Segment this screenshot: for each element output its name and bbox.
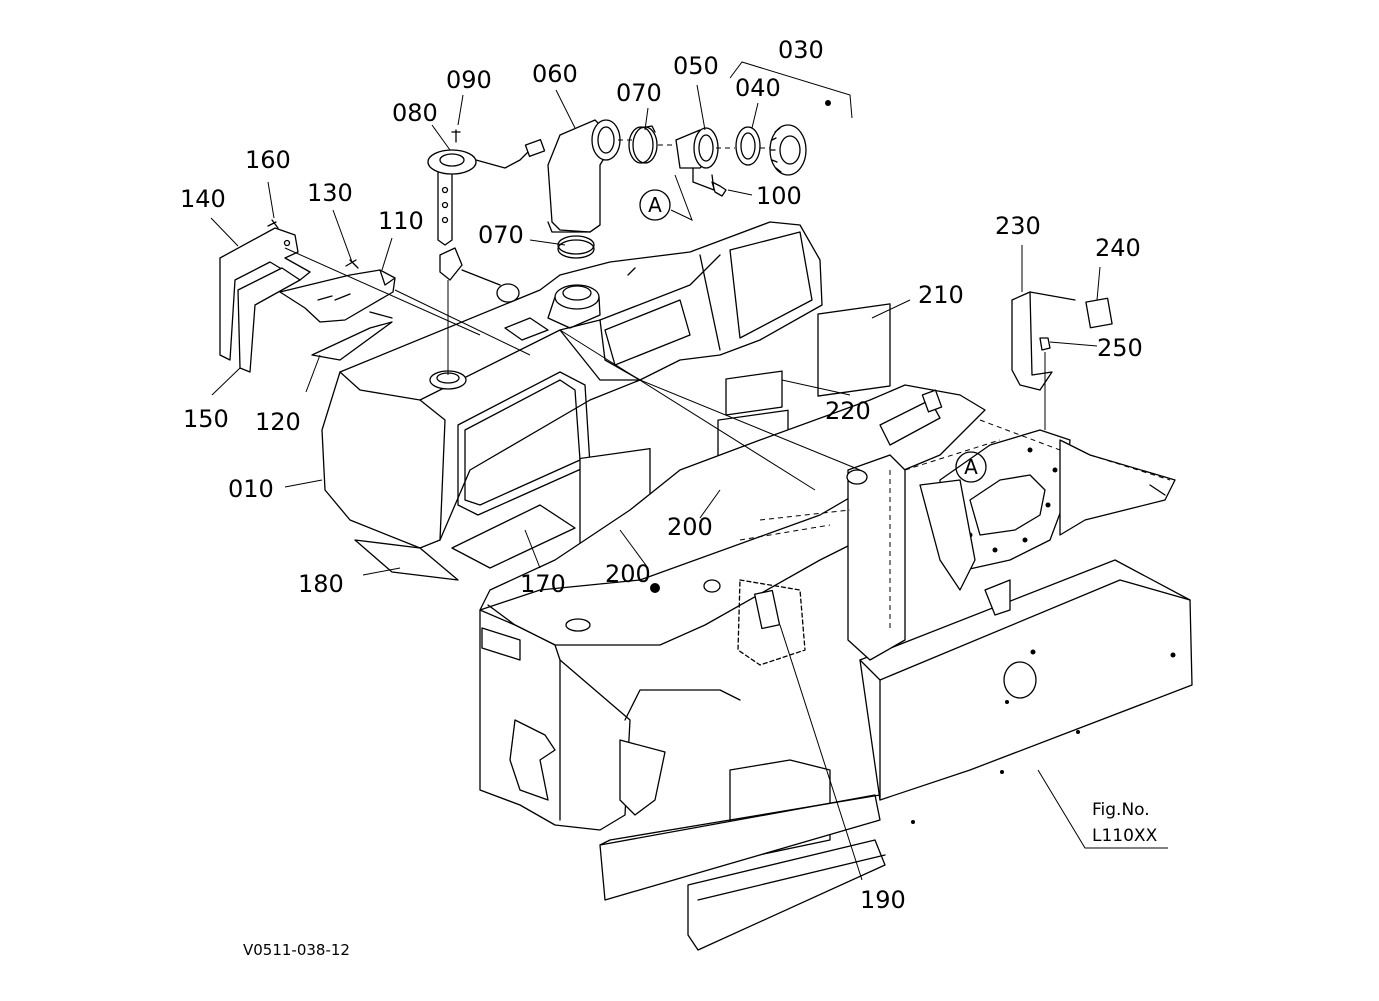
label-230: 230 [995, 212, 1041, 240]
drawing-code: V0511-038-12 [243, 941, 350, 959]
label-110: 110 [378, 207, 424, 235]
label-140: 140 [180, 185, 226, 213]
label-220: 220 [825, 397, 871, 425]
pad-180 [354, 539, 459, 581]
tank-pads [311, 303, 891, 581]
label-010: 010 [228, 475, 274, 503]
label-120: 120 [255, 408, 301, 436]
svg-text:A: A [964, 455, 978, 479]
label-050: 050 [673, 52, 719, 80]
label-070-upper: 070 [616, 79, 662, 107]
label-060: 060 [532, 60, 578, 88]
label-200-lower: 200 [605, 560, 651, 588]
bolt-160 [267, 219, 279, 229]
label-100: 100 [756, 182, 802, 210]
clamp-070-lower [557, 235, 595, 255]
label-180: 180 [298, 570, 344, 598]
fig-no-label: Fig.No. [1092, 800, 1150, 820]
bolt-100 [711, 181, 727, 197]
bolt-250 [1039, 337, 1051, 351]
label-240: 240 [1095, 234, 1141, 262]
pad-120-edge [369, 311, 393, 319]
label-210 [817, 303, 891, 397]
figure-info: Fig.No. L110XX V0511-038-12 [243, 800, 1158, 959]
label-040: 040 [735, 74, 781, 102]
cap-030 [769, 124, 807, 176]
strap-150 [237, 267, 301, 373]
label-190 [754, 589, 781, 630]
fuel-sender [427, 129, 546, 375]
callout-a-lower: A [955, 451, 987, 483]
label-080: 080 [392, 99, 438, 127]
callout-a-upper: A [639, 189, 671, 221]
label-030: 030 [778, 36, 824, 64]
label-130: 130 [307, 179, 353, 207]
bolt-090 [451, 129, 461, 143]
label-150: 150 [183, 405, 229, 433]
strap-140 [219, 227, 311, 361]
label-190: 190 [860, 886, 906, 914]
pad-120 [311, 321, 393, 361]
label-070-lower: 070 [478, 221, 524, 249]
plate-240 [1085, 297, 1113, 329]
fuel-tank [321, 221, 823, 549]
label-170: 170 [520, 570, 566, 598]
leader-lines [210, 61, 1168, 881]
svg-text:A: A [648, 193, 662, 217]
label-210: 210 [918, 281, 964, 309]
filler-assembly [547, 100, 831, 259]
label-090: 090 [446, 66, 492, 94]
bracket-110 [279, 269, 396, 323]
bracket-230 [1011, 291, 1053, 391]
tank-straps [219, 219, 531, 373]
gasket-040 [735, 126, 761, 166]
pad-170 [451, 504, 576, 569]
label-160: 160 [245, 146, 291, 174]
chassis-frame [479, 329, 1193, 951]
fig-no-value: L110XX [1092, 826, 1158, 846]
label-220 [725, 370, 783, 416]
label-250: 250 [1097, 334, 1143, 362]
rear-bracket [1011, 291, 1113, 430]
part-labels: 010 030 040 050 060 070 070 080 090 100 … [180, 36, 1143, 914]
label-200-upper: 200 [667, 513, 713, 541]
